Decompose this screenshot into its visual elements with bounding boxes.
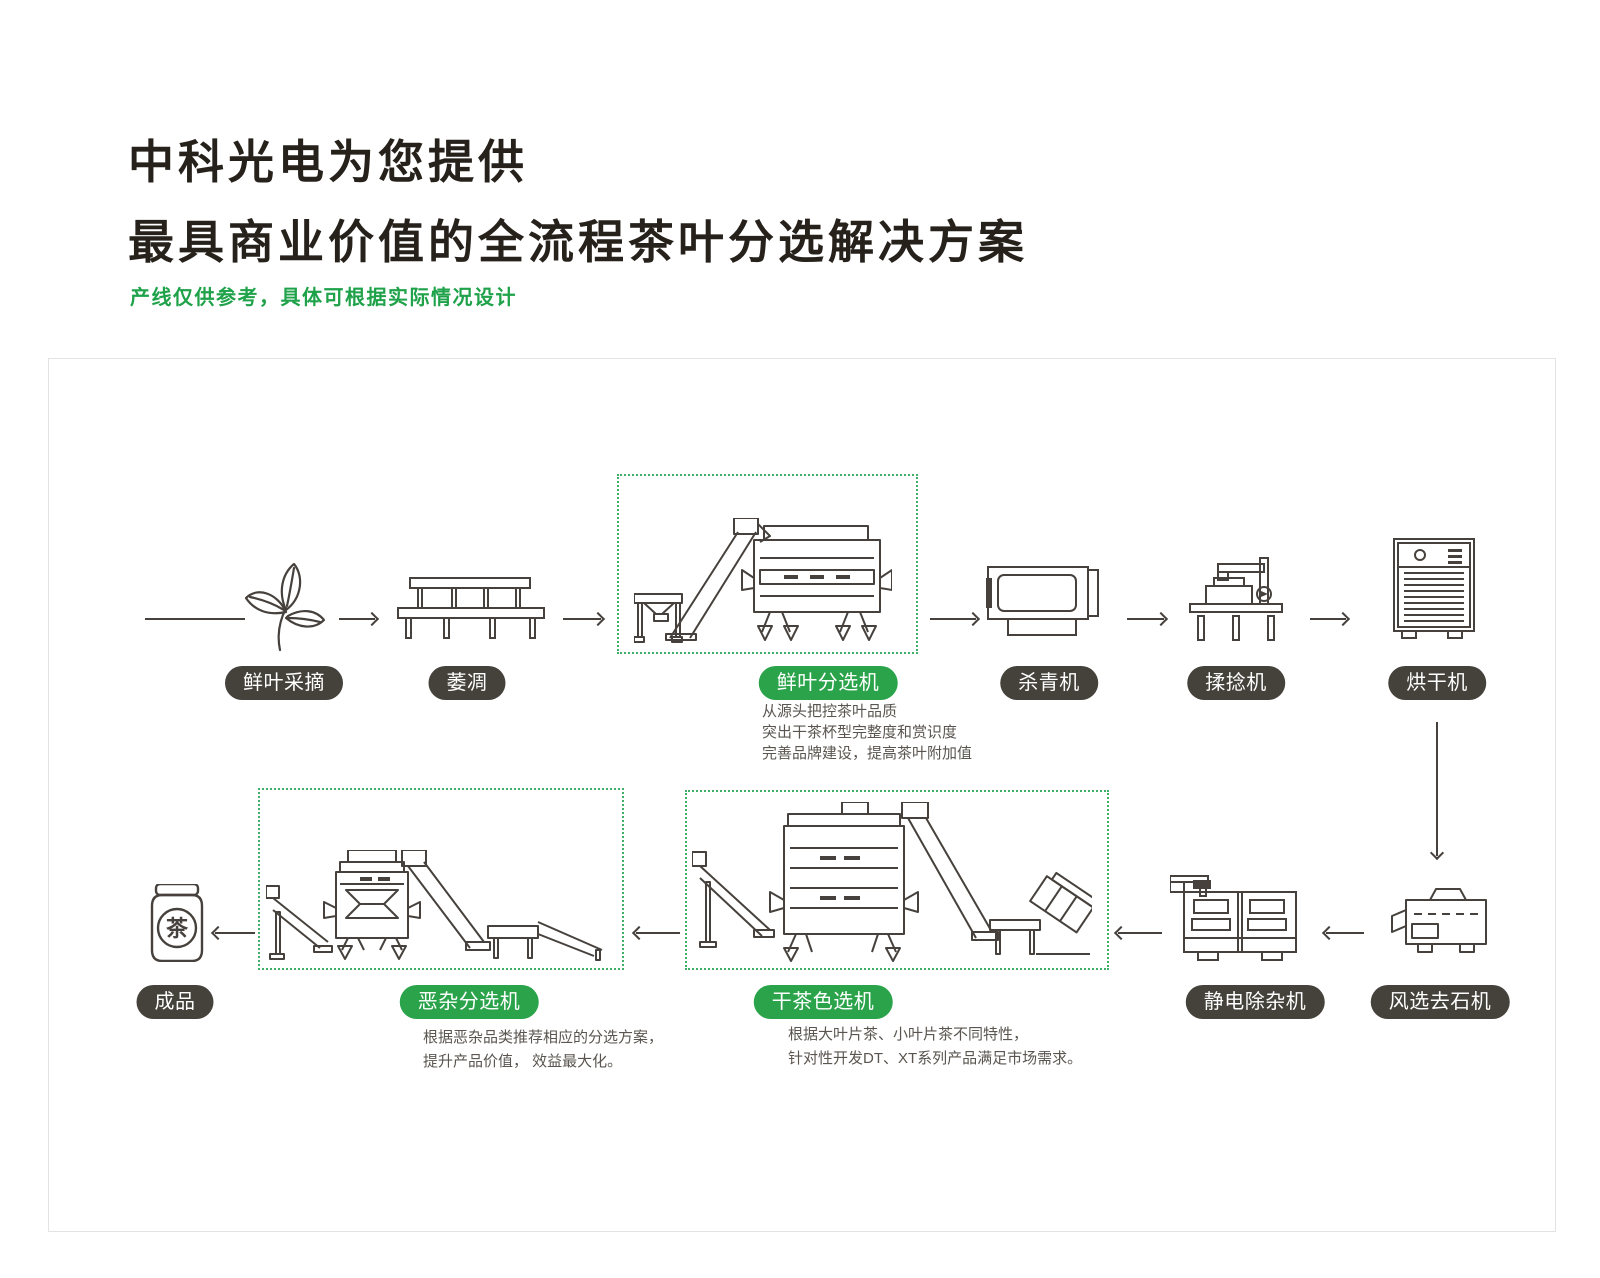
electrostatic-cleaner-icon [1170, 875, 1297, 961]
description-line: 完善品牌建设，提高茶叶附加值 [762, 745, 973, 762]
highlight-frame-fresh-leaf-sorter [617, 474, 918, 654]
flow-start-line [145, 618, 245, 620]
description-line: 提升产品价值， 效益最大化。 [423, 1053, 623, 1070]
stage-badge-impurity-sorter: 恶杂分选机 [399, 985, 539, 1019]
dry-tea-color-sorter-illustration [692, 802, 1092, 962]
impurity-sorter-description: 根据恶杂品类推荐相应的分选方案， 提升产品价值， 效益最大化。 [423, 1026, 663, 1074]
stage-badge-finished-product: 成品 [136, 985, 214, 1019]
flow-diagram-board [48, 358, 1556, 1232]
stage-badge-destoner: 风选去石机 [1370, 985, 1510, 1019]
stage-badge-withering: 萎凋 [428, 666, 506, 700]
jar-tea-character: 茶 [166, 916, 189, 941]
dry-tea-color-sorter-description: 根据大叶片茶、小叶片茶不同特性， 针对性开发DT、XT系列产品满足市场需求。 [788, 1023, 1082, 1071]
fixation-machine-icon [986, 566, 1099, 636]
arrow-destoner-to-electrostatic [1326, 932, 1364, 934]
stage-badge-fresh-leaf-picking: 鲜叶采摘 [225, 666, 343, 700]
arrow-picking-to-withering [339, 618, 375, 620]
arrow-electrostatic-to-color-sorter [1118, 932, 1162, 934]
withering-table-icon [397, 577, 545, 639]
highlight-frame-impurity-sorter [258, 788, 624, 970]
description-line: 突出干茶杯型完整度和赏识度 [762, 724, 958, 741]
stage-badge-dry-tea-color-sorter: 干茶色选机 [753, 985, 893, 1019]
arrow-dryer-down-to-destoner [1436, 722, 1438, 856]
arrow-fixation-to-rolling [1127, 618, 1164, 620]
page-subtitle: 产线仅供参考，具体可根据实际情况设计 [130, 287, 517, 309]
stage-badge-dryer: 烘干机 [1388, 666, 1486, 700]
arrow-fresh-sorter-to-fixation [930, 618, 976, 620]
fresh-leaf-sorter-description: 从源头把控茶叶品质 突出干茶杯型完整度和赏识度 完善品牌建设，提高茶叶附加值 [762, 701, 972, 764]
arrow-impurity-sorter-to-product [215, 932, 255, 934]
stage-badge-electrostatic: 静电除杂机 [1185, 985, 1325, 1019]
description-line: 根据恶杂品类推荐相应的分选方案， [423, 1029, 664, 1046]
stage-badge-rolling-machine: 揉捻机 [1187, 666, 1285, 700]
highlight-frame-dry-tea-color-sorter [685, 790, 1109, 970]
rolling-machine-icon [1189, 557, 1283, 641]
tea-jar-icon: 茶 [150, 884, 204, 962]
arrow-color-sorter-to-impurity-sorter [636, 932, 680, 934]
arrow-withering-to-fresh-sorter [563, 618, 601, 620]
description-line: 针对性开发DT、XT系列产品满足市场需求。 [788, 1050, 1083, 1067]
stage-badge-fixation-machine: 杀青机 [1000, 666, 1098, 700]
description-line: 从源头把控茶叶品质 [762, 703, 898, 720]
destoner-machine-icon [1391, 888, 1487, 953]
page-title-line2: 最具商业价值的全流程茶叶分选解决方案 [128, 216, 1028, 268]
arrow-rolling-to-dryer [1310, 618, 1346, 620]
fresh-leaf-sorter-illustration [634, 518, 892, 643]
tea-leaf-icon [244, 562, 326, 652]
stage-badge-fresh-leaf-sorter: 鲜叶分选机 [758, 666, 898, 700]
impurity-sorter-illustration [266, 850, 603, 961]
description-line: 根据大叶片茶、小叶片茶不同特性， [788, 1026, 1029, 1043]
dryer-cabinet-icon [1393, 538, 1475, 639]
page-title-line1: 中科光电为您提供 [128, 136, 528, 188]
